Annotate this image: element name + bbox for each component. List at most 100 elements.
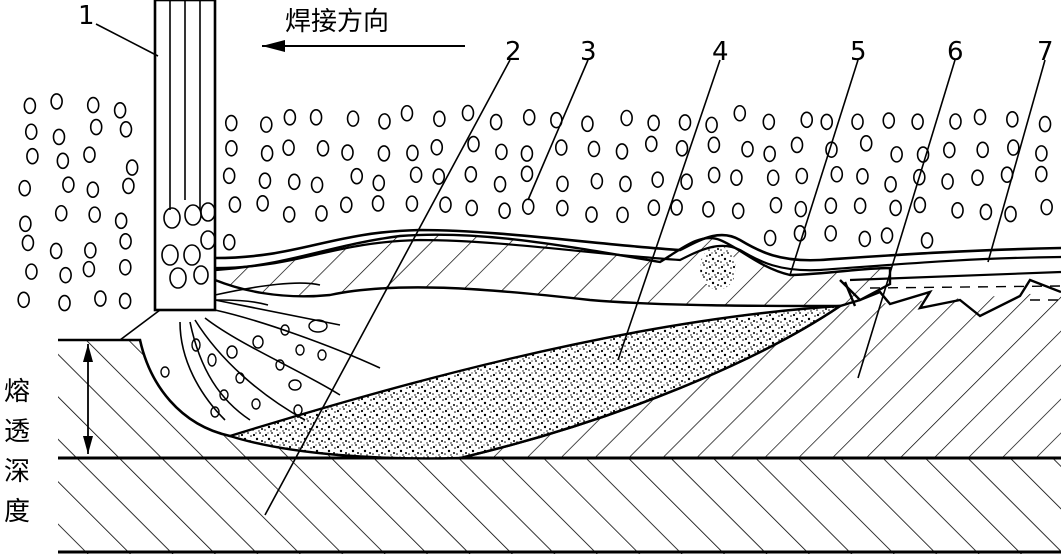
flux-granule [941, 173, 954, 190]
flux-granule [943, 141, 956, 159]
flux-granule [89, 118, 103, 136]
callout-4: 4 [712, 37, 729, 67]
flux-granule [489, 113, 503, 131]
flux-granule [521, 198, 535, 215]
flux-granule [554, 139, 568, 156]
flux-granule [58, 294, 71, 312]
callout-6: 6 [947, 37, 964, 67]
depth-label-1: 熔 [4, 377, 30, 407]
flux-granule [50, 93, 63, 110]
flux-granule [951, 202, 964, 219]
flux-granule [49, 242, 63, 260]
flux-granule [493, 175, 507, 193]
flux-granule [880, 227, 894, 244]
callout-1: 1 [78, 1, 95, 31]
flux-granule [316, 139, 330, 157]
flux-granule [587, 140, 601, 158]
flux-surface [214, 228, 1061, 282]
flux-granule [678, 114, 692, 131]
flux-granule [979, 203, 993, 221]
flux-granule [86, 181, 100, 199]
flux-granule [433, 110, 446, 128]
flux-granule [590, 172, 604, 190]
flux-granules [17, 93, 1053, 312]
flux-granule [619, 175, 632, 193]
flux-granule [88, 206, 101, 223]
slag-bubble [700, 246, 736, 290]
base-metal [58, 456, 1061, 554]
welding-direction: 焊接方向 [262, 7, 465, 52]
depth-label-3: 深 [4, 457, 30, 487]
flux-granule [309, 109, 323, 126]
flux-granule [19, 215, 32, 233]
flux-granule [310, 176, 324, 194]
flux-granule [585, 206, 598, 223]
flux-granule [118, 292, 132, 310]
slag-layer [213, 233, 892, 308]
callout-2: 2 [505, 37, 522, 67]
flux-granule [763, 145, 776, 163]
flux-granule [911, 113, 924, 130]
callout-7: 7 [1037, 37, 1054, 67]
flux-granule [114, 212, 128, 230]
flux-granule [315, 205, 328, 222]
flux-granule [23, 97, 37, 115]
flux-granule [21, 234, 35, 252]
flux-granule [406, 144, 419, 162]
flux-granule [222, 167, 236, 185]
flux-granule [520, 145, 534, 162]
flux-granule [17, 291, 30, 309]
flux-granule [680, 173, 693, 190]
flux-granule [18, 179, 31, 197]
flux-granule [733, 104, 747, 122]
flux-granule [83, 146, 96, 164]
flux-granule [790, 136, 804, 154]
flux-granule [644, 135, 658, 153]
callouts: 1 2 3 4 5 6 7 [78, 1, 1054, 516]
flux-granule [119, 258, 132, 276]
slag-crust [839, 278, 1061, 318]
flux-granule [795, 167, 809, 185]
flux-granule [409, 166, 423, 184]
flux-granule [84, 242, 97, 259]
flux-granule [26, 147, 39, 165]
flux-granule [889, 199, 902, 217]
flux-granule [62, 176, 75, 193]
flux-granule [256, 194, 269, 212]
flux-granule [581, 115, 594, 133]
flux-granule [556, 199, 569, 217]
flux-granule [882, 112, 896, 129]
flux-granule [119, 233, 132, 250]
flux-granule [287, 173, 301, 191]
welding-direction-label: 焊接方向 [285, 7, 389, 37]
flux-granule [94, 290, 107, 307]
flux-granule [1040, 198, 1053, 216]
flux-granule [556, 175, 569, 193]
flux-granule [495, 143, 508, 161]
flux-granule [464, 166, 478, 183]
flux-granule [498, 202, 511, 219]
flux-granule [400, 104, 414, 122]
flux-granule [59, 266, 72, 284]
flux-granule [520, 165, 534, 183]
flux-granule [125, 159, 139, 176]
flux-granule [225, 139, 238, 157]
flux-granule [1034, 165, 1048, 183]
flux-granule [1006, 111, 1019, 128]
flux-granule [283, 108, 297, 126]
flux-granule [346, 110, 360, 127]
flux-granule [25, 263, 38, 280]
flux-granule [647, 114, 660, 132]
flux-granule [282, 139, 295, 157]
flux-granule [853, 197, 867, 215]
flux-granule [1004, 205, 1017, 223]
flux-granule [56, 152, 70, 170]
flux-granule [830, 165, 844, 183]
flux-granule [820, 113, 834, 131]
flux-granule [730, 169, 743, 186]
flux-granule [465, 199, 479, 217]
flux-granule [762, 113, 776, 131]
flux-granule [258, 172, 272, 189]
flux-granule [971, 169, 984, 186]
